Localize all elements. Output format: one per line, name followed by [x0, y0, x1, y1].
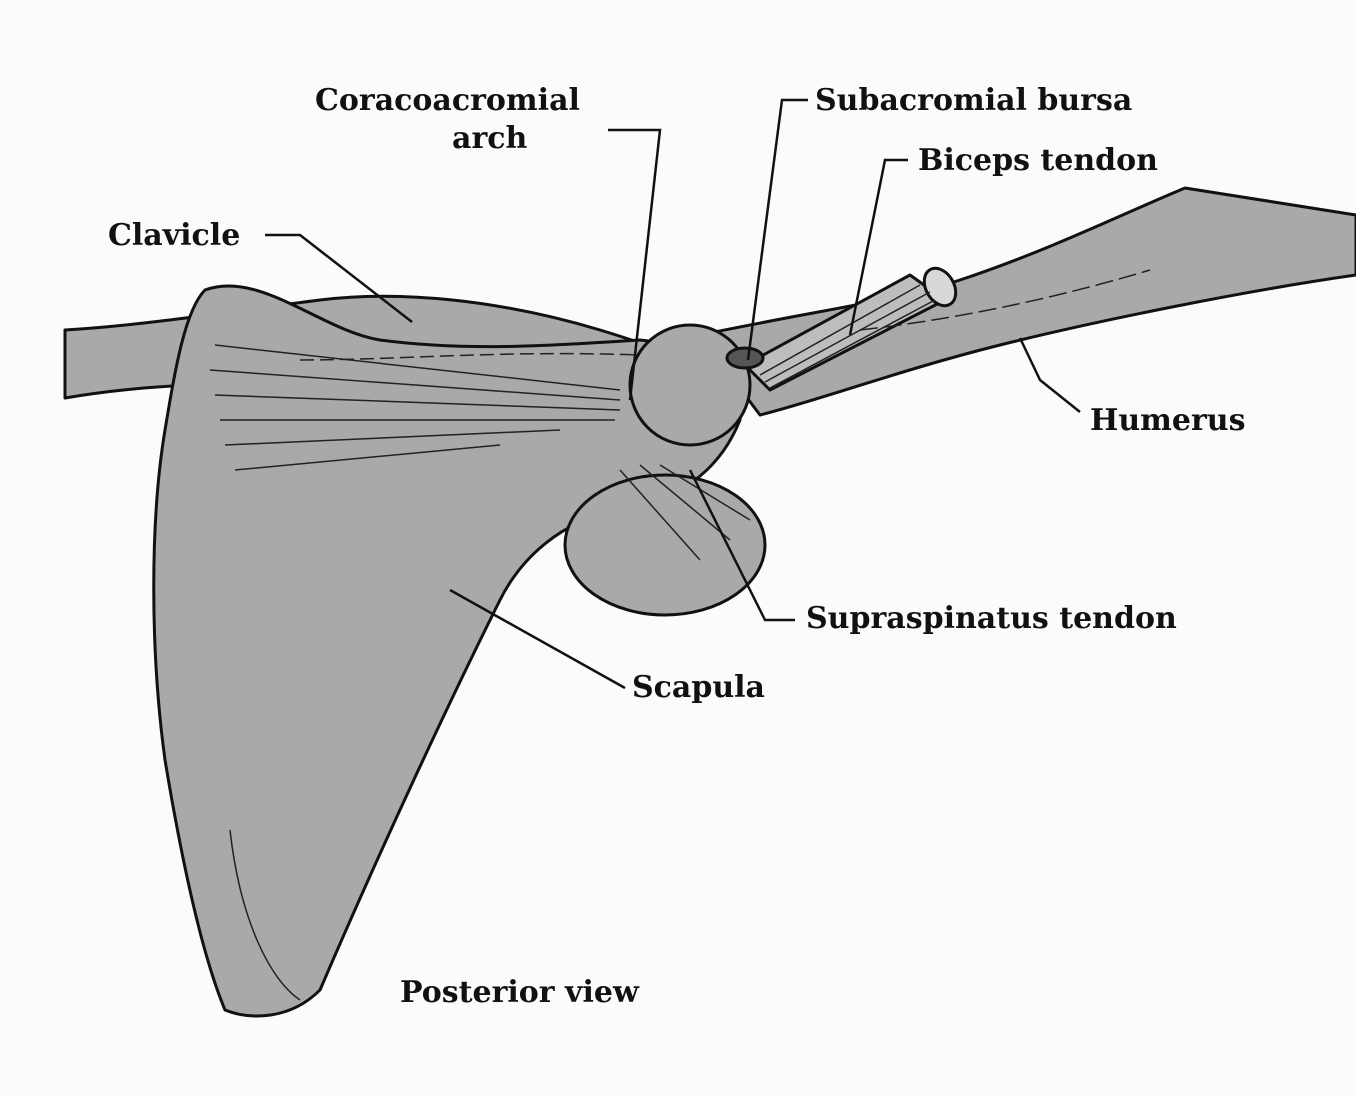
caption-posterior-view: Posterior view: [400, 975, 639, 1010]
scapula-shape: [152, 284, 742, 1018]
label-scapula: Scapula: [632, 670, 765, 705]
muscle-fibres: [209, 269, 1151, 1001]
subacromial-bursa-shape: [725, 346, 765, 370]
supraspinatus-shape: [563, 473, 767, 617]
label-coracoacromial-arch-line1: Coracoacromial: [315, 83, 580, 118]
label-humerus: Humerus: [1090, 403, 1246, 438]
humeral-head-shape: [628, 323, 752, 447]
label-supraspinatus-tendon: Supraspinatus tendon: [806, 601, 1177, 636]
label-biceps-tendon: Biceps tendon: [918, 143, 1158, 178]
label-clavicle: Clavicle: [108, 218, 241, 253]
leader-lines: [265, 98, 1081, 690]
label-subacromial-bursa: Subacromial bursa: [815, 83, 1133, 118]
label-coracoacromial-arch-line2: arch: [452, 121, 528, 156]
